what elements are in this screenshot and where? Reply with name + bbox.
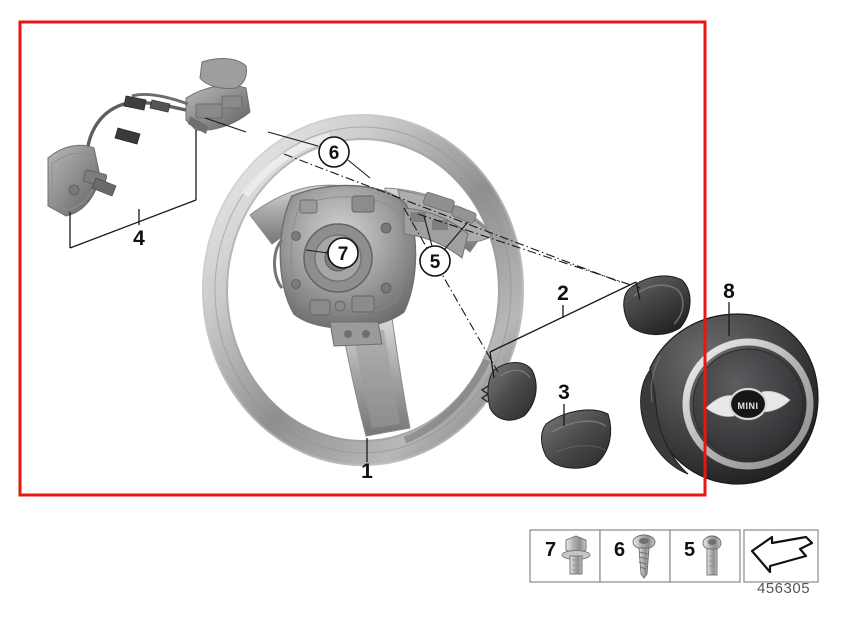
callout-6: 6 <box>318 136 350 168</box>
legend-item-7-number: 7 <box>545 539 556 561</box>
installation-direction-arrow-icon <box>750 535 814 574</box>
callout-8: 8 <box>723 280 735 303</box>
leader-4 <box>69 117 247 249</box>
mini-badge-icon: MINI <box>705 387 791 421</box>
mini-badge-text: MINI <box>738 401 759 411</box>
paddle-shifter-assembly <box>47 58 251 217</box>
callout-7: 7 <box>327 237 359 269</box>
legend-direction-box <box>743 529 819 583</box>
callout-8-label: 8 <box>723 280 735 303</box>
self-tapping-screw-icon <box>632 534 656 579</box>
callout-5-label: 5 <box>430 252 441 273</box>
callout-4: 4 <box>133 227 145 250</box>
legend-item-6: 6 <box>599 529 671 583</box>
leader-5 <box>423 215 469 251</box>
part-number: 456305 <box>757 580 810 597</box>
steering-wheel <box>202 114 524 466</box>
trim-covers <box>480 275 691 469</box>
callout-6-label: 6 <box>329 143 340 164</box>
leader-6 <box>267 131 371 179</box>
legend-item-5-number: 5 <box>684 539 695 561</box>
callout-5: 5 <box>419 245 451 277</box>
airbag-module: MINI <box>640 313 819 485</box>
callout-3: 3 <box>558 381 570 404</box>
projection-lines <box>283 153 641 373</box>
callout-2-label: 2 <box>557 282 569 305</box>
callout-4-label: 4 <box>133 227 145 250</box>
callout-7-label: 7 <box>338 244 349 265</box>
leader-2 <box>489 281 641 379</box>
hex-flange-bolt-icon <box>561 535 591 575</box>
torx-screw-icon <box>702 535 722 576</box>
legend-strip: 7 6 5 <box>529 529 819 597</box>
legend-item-5: 5 <box>669 529 741 583</box>
callout-1-label: 1 <box>361 460 373 483</box>
red-highlight-frame <box>18 20 707 497</box>
callout-2: 2 <box>557 282 569 305</box>
callout-3-label: 3 <box>558 381 570 404</box>
callout-1: 1 <box>361 460 373 483</box>
leader-7 <box>305 249 329 254</box>
legend-item-6-number: 6 <box>614 539 625 561</box>
legend-item-7: 7 <box>529 529 601 583</box>
